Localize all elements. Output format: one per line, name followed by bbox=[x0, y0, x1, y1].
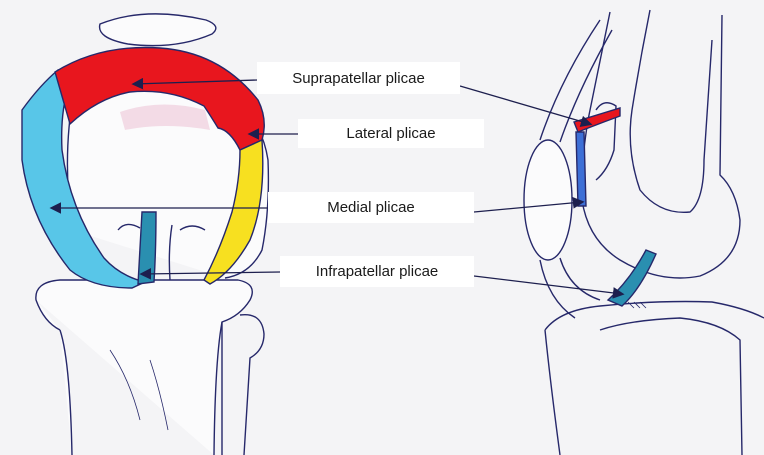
suprapatellar-plica-side bbox=[574, 108, 620, 132]
lateral-label: Lateral plicae bbox=[298, 119, 484, 148]
infrapatellar-plica-side bbox=[608, 250, 656, 306]
fibula bbox=[222, 315, 264, 455]
tibia-side bbox=[545, 302, 764, 455]
infrapatellar-label: Infrapatellar plicae bbox=[280, 256, 474, 287]
medial-label: Medial plicae bbox=[268, 192, 474, 223]
infrapatellar-pointer-side bbox=[474, 276, 622, 294]
suprapatellar-label: Suprapatellar plicae bbox=[257, 62, 460, 94]
medial-plica-side bbox=[576, 132, 586, 206]
femur-shaft-side bbox=[582, 12, 740, 278]
femur-inner-contour bbox=[630, 10, 712, 212]
patella bbox=[100, 14, 216, 46]
tibia bbox=[36, 280, 252, 455]
patella-side bbox=[524, 140, 572, 260]
side-view bbox=[524, 10, 764, 455]
front-view bbox=[22, 14, 268, 455]
